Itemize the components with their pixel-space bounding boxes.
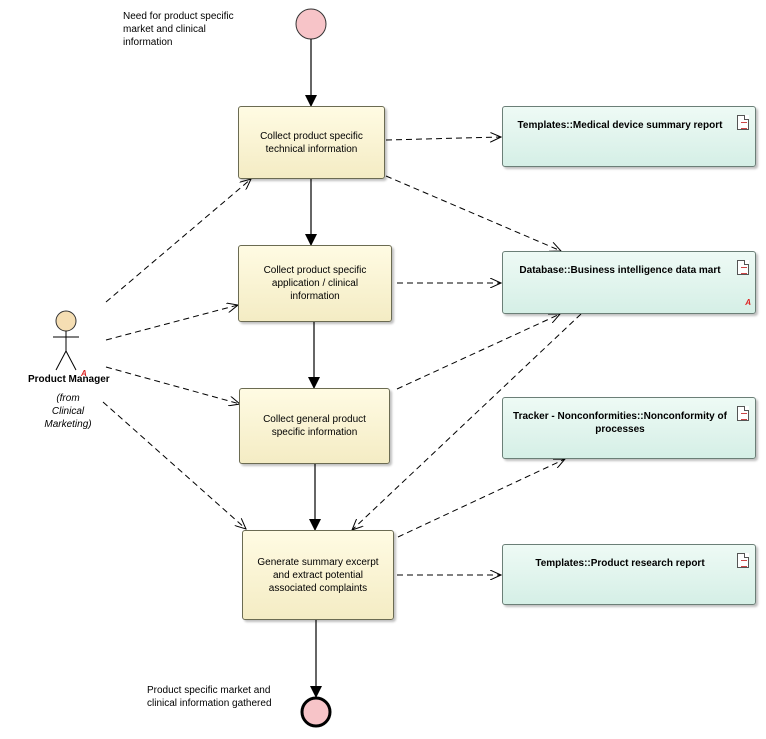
dep-art2-a4 (352, 313, 582, 530)
actor-head (55, 310, 77, 332)
actor-origin-line3: Marketing) (44, 419, 92, 430)
artifact-label: Tracker - Nonconformities::Nonconformity… (513, 411, 727, 435)
end-note: Product specific market and clinical inf… (147, 685, 272, 709)
activity-generate-summary[interactable]: Generate summary excerpt and extract pot… (242, 530, 394, 620)
artifact-label: Templates::Product research report (535, 558, 705, 569)
dep-a1-art1 (385, 137, 501, 140)
dep-actor-a1 (105, 179, 251, 303)
actor-origin-line2: Clinical (51, 406, 85, 417)
initial-node[interactable] (295, 8, 327, 40)
artifact-medical-device-summary-report[interactable]: Templates::Medical device summary report (502, 106, 756, 167)
dep-actor-a2 (105, 305, 238, 341)
dep-a3-art2 (396, 314, 560, 390)
artifact-label: Database::Business intelligence data mar… (519, 265, 721, 276)
document-icon (737, 406, 749, 421)
document-icon (737, 553, 749, 568)
activity-collect-general[interactable]: Collect general product specific informa… (239, 388, 390, 464)
activity-collect-technical[interactable]: Collect product specific technical infor… (238, 106, 385, 179)
artifact-product-research-report[interactable]: Templates::Product research report (502, 544, 756, 605)
artifact-business-intelligence-data-mart[interactable]: Database::Business intelligence data mar… (502, 251, 756, 314)
document-icon (737, 115, 749, 130)
actor-origin: (from Clinical Marketing) (36, 392, 100, 431)
artifact-marker: A (745, 298, 751, 307)
start-note: Need for product specific market and cli… (123, 11, 234, 48)
actor-name: Product Manager (28, 374, 110, 385)
document-icon (737, 260, 749, 275)
actor-figure[interactable] (53, 310, 79, 371)
dep-actor-a3 (105, 366, 240, 404)
dep-a4-art3 (397, 459, 565, 538)
dep-actor-a4 (102, 401, 246, 529)
actor-origin-line1: (from (56, 393, 80, 404)
artifact-label: Templates::Medical device summary report (517, 120, 723, 131)
artifact-nonconformity-of-processes[interactable]: Tracker - Nonconformities::Nonconformity… (502, 397, 756, 459)
dep-a1-art2 (385, 175, 561, 251)
actor-marker: A (81, 369, 87, 378)
final-node[interactable] (300, 696, 332, 728)
activity-collect-clinical[interactable]: Collect product specific application / c… (238, 245, 392, 322)
